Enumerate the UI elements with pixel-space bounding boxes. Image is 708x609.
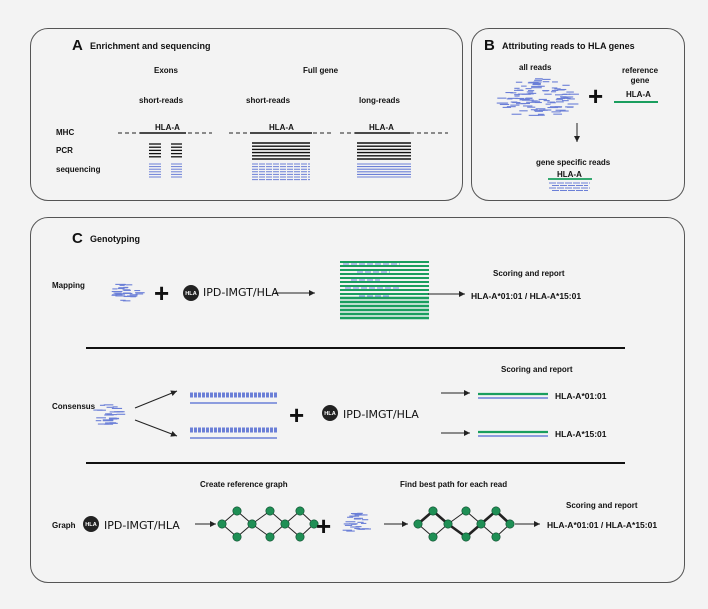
hla-logo-icon bbox=[83, 516, 99, 532]
reference-graph-node bbox=[265, 532, 275, 542]
reference-graph-node bbox=[247, 519, 257, 529]
all-reads-label: all reads bbox=[519, 63, 552, 72]
consensus-result-1: HLA-A*01:01 bbox=[555, 391, 607, 401]
panel-a-title: Enrichment and sequencing bbox=[90, 41, 211, 51]
arrow-split-up bbox=[134, 390, 178, 409]
plus-icon: + bbox=[588, 81, 604, 111]
graph-result: HLA-A*01:01 / HLA-A*15:01 bbox=[547, 520, 658, 530]
reference-graph-node bbox=[280, 519, 290, 529]
long-reads-label: long-reads bbox=[359, 96, 400, 105]
row-label-pcr: PCR bbox=[56, 146, 73, 155]
consensus-result-2: HLA-A*15:01 bbox=[555, 429, 607, 439]
best-path-graph-node bbox=[461, 532, 471, 542]
best-path-graph-node bbox=[461, 506, 471, 516]
reference-graph-node bbox=[232, 532, 242, 542]
arrow-right-icon-head bbox=[210, 521, 216, 527]
hla-logo-text: HLA bbox=[85, 522, 97, 528]
plus-icon: + bbox=[289, 400, 305, 430]
down-arrow-head bbox=[574, 136, 580, 142]
reference-graph-node bbox=[265, 506, 275, 516]
plus-icon: + bbox=[154, 278, 170, 308]
best-path-graph-node bbox=[476, 519, 486, 529]
imgt-db-label-graph: IPD-IMGT/HLA bbox=[104, 519, 180, 532]
mapping-label: Mapping bbox=[52, 281, 85, 290]
arrow-split-down bbox=[134, 419, 178, 437]
reference-graph-node bbox=[295, 506, 305, 516]
hla-logo-icon bbox=[322, 405, 338, 421]
exons-label: Exons bbox=[154, 66, 179, 75]
imgt-db-label-consensus: IPD-IMGT/HLA bbox=[343, 408, 419, 421]
panel-a-letter: A bbox=[72, 37, 83, 54]
reference-graph-node bbox=[217, 519, 227, 529]
panel-c-letter: C bbox=[72, 230, 83, 247]
hla-logo-text: HLA bbox=[324, 411, 336, 417]
plus-icon: + bbox=[316, 511, 332, 541]
best-path-graph-node bbox=[505, 519, 515, 529]
arrow-right-icon-head bbox=[402, 521, 408, 527]
row-label-sequencing: sequencing bbox=[56, 165, 101, 174]
arrow-right-icon-head bbox=[464, 390, 470, 396]
mapping-result: HLA-A*01:01 / HLA-A*15:01 bbox=[471, 291, 582, 301]
best-path-graph-node bbox=[491, 506, 501, 516]
ref-gene-name: HLA-A bbox=[626, 90, 651, 99]
panel-c-frame bbox=[30, 217, 685, 583]
arrow-right-icon-head bbox=[309, 290, 315, 296]
consensus-label: Consensus bbox=[52, 402, 96, 411]
best-path-graph-node bbox=[443, 519, 453, 529]
hla-logo-icon bbox=[183, 285, 199, 301]
arrow-right-icon-head bbox=[464, 430, 470, 436]
short-reads-full-label: short-reads bbox=[246, 96, 291, 105]
arrow-split-down-head bbox=[170, 431, 177, 437]
best-path-graph-node bbox=[491, 532, 501, 542]
create-ref-graph-label: Create reference graph bbox=[200, 480, 288, 489]
arrow-right-icon-head bbox=[459, 291, 465, 297]
best-path-graph-node bbox=[428, 532, 438, 542]
best-path-graph-node bbox=[428, 506, 438, 516]
imgt-db-label-mapping: IPD-IMGT/HLA bbox=[203, 286, 279, 299]
gene-specific-reads-label: gene specific reads bbox=[536, 158, 611, 167]
gene-label-hla-a-3: HLA-A bbox=[369, 123, 394, 132]
panel-c-title: Genotyping bbox=[90, 234, 140, 244]
graph-scoring-label: Scoring and report bbox=[566, 501, 638, 510]
arrow-right-icon-head bbox=[534, 521, 540, 527]
hla-logo-text: HLA bbox=[185, 291, 197, 297]
short-reads-exons-label: short-reads bbox=[139, 96, 184, 105]
reference-gene-label: reference gene bbox=[622, 66, 659, 85]
panel-b-title: Attributing reads to HLA genes bbox=[502, 41, 635, 51]
graph-label: Graph bbox=[52, 521, 76, 530]
arrow-split-up-head bbox=[170, 390, 177, 397]
consensus-scoring-label: Scoring and report bbox=[501, 365, 573, 374]
panel-b-frame bbox=[471, 28, 685, 201]
best-path-graph-node bbox=[413, 519, 423, 529]
panel-a-frame bbox=[30, 28, 463, 201]
row-label-mhc: MHC bbox=[56, 128, 75, 137]
mapping-scoring-label: Scoring and report bbox=[493, 269, 565, 278]
reference-graph-node bbox=[309, 519, 319, 529]
gene-label-hla-a-2: HLA-A bbox=[269, 123, 294, 132]
full-gene-label: Full gene bbox=[303, 66, 339, 75]
reference-graph-node bbox=[295, 532, 305, 542]
gene-label-hla-a-1: HLA-A bbox=[155, 123, 180, 132]
best-path-label: Find best path for each read bbox=[400, 480, 508, 489]
specific-gene-name: HLA-A bbox=[557, 170, 582, 179]
reference-graph-node bbox=[232, 506, 242, 516]
panel-b-letter: B bbox=[484, 37, 495, 54]
